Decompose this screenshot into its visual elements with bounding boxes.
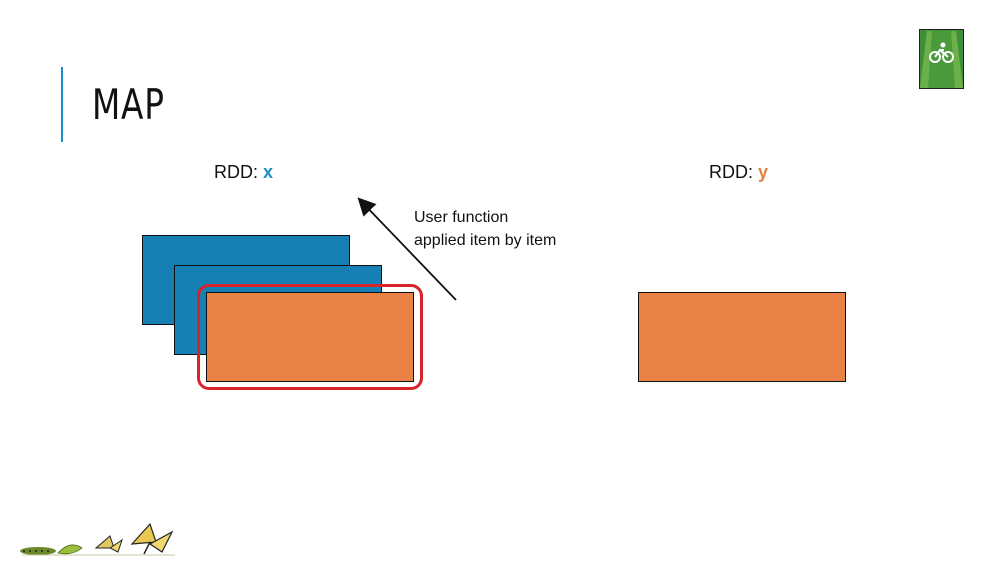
annotation-line-1: User function xyxy=(414,209,509,226)
selected-partition-highlight xyxy=(197,284,423,390)
user-function-annotation: User function applied item by item xyxy=(414,206,556,252)
rdd-y-label: RDD: y xyxy=(709,162,768,183)
rdd-y-variable: y xyxy=(758,162,769,182)
bike-lane-logo-icon xyxy=(919,29,964,89)
rdd-x-partition-3 xyxy=(206,292,414,382)
rdd-y-prefix: RDD: xyxy=(709,162,758,182)
annotation-line-2: applied item by item xyxy=(414,232,557,249)
rdd-x-prefix: RDD: xyxy=(214,162,263,182)
slide-title: MAP xyxy=(92,80,165,129)
title-accent-bar xyxy=(61,67,63,142)
caterpillar-butterfly-icon xyxy=(20,522,175,556)
rdd-y-partition-1 xyxy=(638,292,846,382)
rdd-x-variable: x xyxy=(263,162,274,182)
rdd-x-label: RDD: x xyxy=(214,162,273,183)
